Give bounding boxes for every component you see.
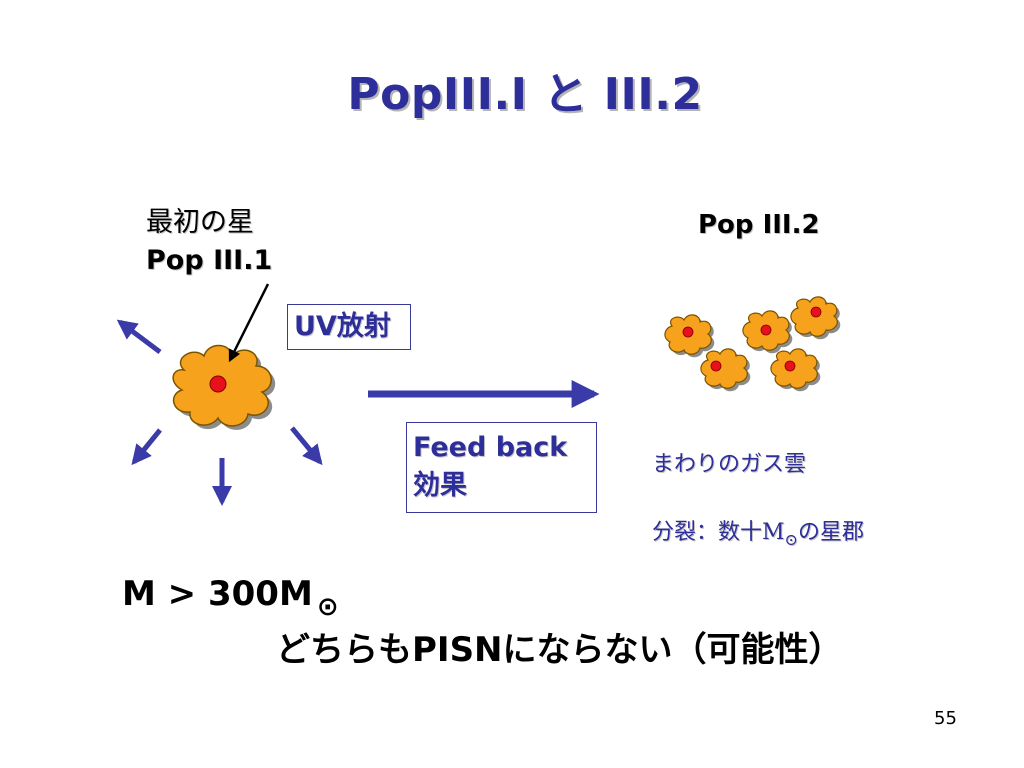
radiation-arrow-upleft-icon bbox=[116, 319, 162, 354]
mass-limit-text: M > 300M⊙ bbox=[122, 574, 339, 622]
mass-limit-solar-symbol: ⊙ bbox=[316, 592, 339, 622]
feedback-box: Feed back 効果 bbox=[406, 422, 597, 513]
mass-limit-value: M > 300M bbox=[122, 574, 313, 614]
fragmentation-text: 分裂：数十M⊙の星郡 bbox=[652, 514, 864, 549]
first-star-en: Pop III.1 bbox=[146, 245, 273, 276]
uv-radiation-box: UV放射 bbox=[287, 304, 411, 350]
fragmentation-suffix: の星郡 bbox=[797, 520, 864, 545]
first-star-jp: 最初の星 bbox=[146, 207, 254, 238]
feedback-line1: Feed back bbox=[413, 432, 568, 463]
first-star-pointer bbox=[228, 283, 270, 363]
page-number: 55 bbox=[934, 708, 957, 729]
radiation-arrow-downleft-icon bbox=[131, 428, 162, 466]
pop32-label: Pop III.2 bbox=[698, 210, 820, 240]
fragmentation-prefix: 分裂：数十M bbox=[652, 520, 785, 545]
slide-title: PopIII.I と III.2 bbox=[347, 69, 703, 120]
gas-cloud-text: まわりのガス雲 bbox=[652, 452, 807, 477]
radiation-arrows bbox=[116, 319, 323, 506]
pop32-cluster-icon bbox=[664, 296, 841, 392]
solar-mass-symbol: ⊙ bbox=[784, 530, 798, 549]
radiation-arrow-downright-icon bbox=[290, 426, 323, 466]
pisn-conclusion-text: どちらもPISNにならない（可能性） bbox=[276, 630, 843, 670]
feedback-line2: 効果 bbox=[413, 470, 467, 501]
first-star-label: 最初の星 Pop III.1 bbox=[146, 204, 272, 280]
first-star-cloud-icon bbox=[172, 344, 276, 430]
